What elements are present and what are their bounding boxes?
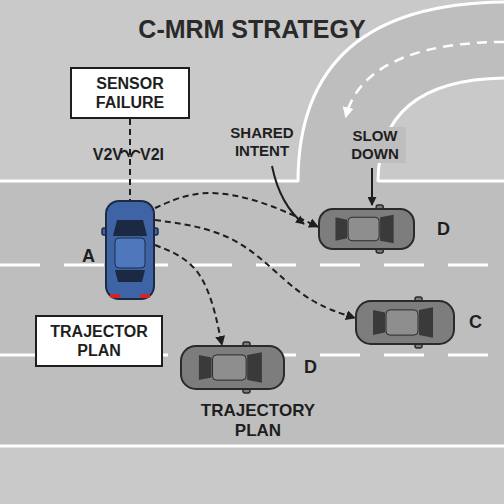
- vehicle: D: [318, 208, 415, 250]
- car-part: [106, 201, 154, 299]
- trajectory-arrow: [155, 193, 318, 227]
- car-part: [113, 220, 147, 236]
- road-edge-line: [378, 180, 504, 183]
- car-part: [319, 209, 414, 249]
- car-part: [115, 238, 145, 268]
- road-edge-line: [0, 180, 298, 183]
- car-part: [335, 217, 347, 241]
- car-shape: [355, 300, 455, 345]
- signal-name: V2I: [140, 145, 200, 164]
- vehicle-label: D: [437, 219, 450, 239]
- road-edge-line: [0, 445, 504, 448]
- signal-name: V2V: [63, 145, 123, 164]
- annotation-label: TRAJECTORY PLAN: [196, 401, 320, 441]
- car-part: [110, 294, 120, 298]
- car-icon: [319, 205, 414, 253]
- box-text: SENSOR FAILURE: [80, 74, 180, 112]
- signal-bracket: [131, 151, 140, 157]
- car-part: [380, 215, 394, 244]
- vehicle-label: A: [82, 246, 95, 266]
- car-part: [419, 307, 433, 338]
- diagram-title: C-MRM STRATEGY: [0, 14, 504, 44]
- main-road: [0, 181, 504, 446]
- leader-arrow: [371, 168, 373, 205]
- process-box: SENSOR FAILURE: [70, 67, 190, 119]
- annotation-label: SLOW DOWN: [344, 127, 406, 163]
- car-icon: [356, 297, 454, 348]
- car-part: [181, 346, 284, 389]
- vehicle-label: C: [469, 312, 482, 332]
- leader-arrow: [272, 166, 304, 224]
- annotation-label: SHARED INTENT: [222, 124, 302, 160]
- car-part: [356, 301, 454, 344]
- car-shape: [318, 208, 415, 250]
- car-part: [386, 310, 418, 335]
- car-icon: [102, 201, 158, 299]
- car-part: [247, 352, 262, 383]
- vehicle: C: [355, 300, 455, 345]
- car-part: [373, 310, 385, 335]
- car-part: [199, 355, 212, 380]
- process-box: TRAJECTOR PLAN: [35, 315, 163, 367]
- car-shape: [180, 345, 285, 390]
- box-text: TRAJECTOR PLAN: [45, 322, 153, 360]
- lane-dash-line: [0, 264, 504, 267]
- car-part: [140, 294, 150, 298]
- trajectory-arrow: [155, 245, 222, 345]
- car-part: [348, 217, 379, 241]
- lane-direction-arrow: [346, 42, 504, 116]
- car-shape: [105, 200, 155, 300]
- car-icon: [181, 342, 284, 393]
- communication-link: [129, 119, 131, 200]
- vehicle: A: [105, 200, 155, 300]
- vehicle: D: [180, 345, 285, 390]
- car-part: [213, 355, 247, 380]
- vehicle-label: D: [304, 357, 317, 377]
- car-part: [115, 270, 145, 282]
